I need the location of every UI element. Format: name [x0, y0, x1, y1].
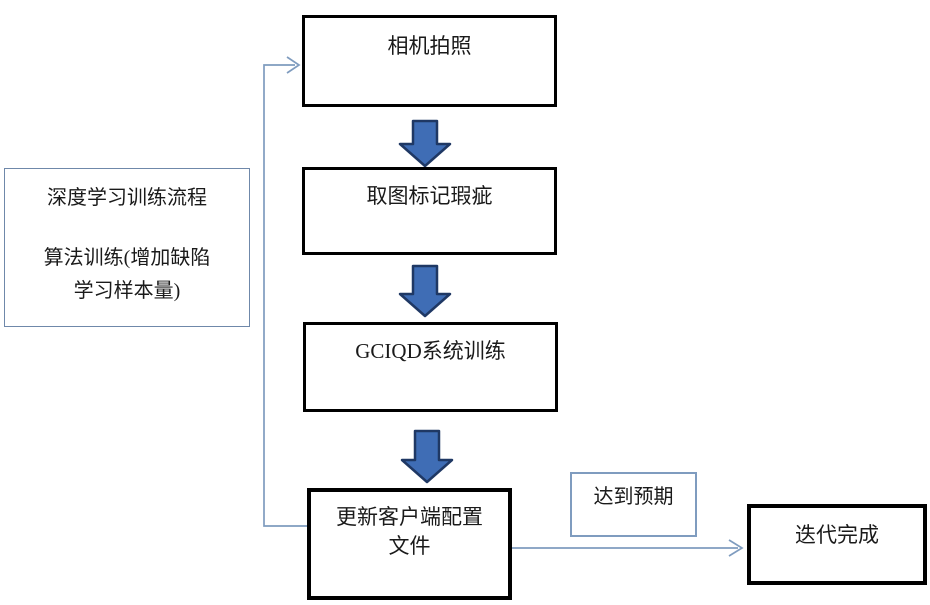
node-camera-capture-label: 相机拍照	[387, 34, 472, 58]
note-line-1: 深度学习训练流程	[47, 187, 207, 209]
node-iteration-complete-label: 迭代完成	[795, 523, 879, 547]
node-update-config-box: 更新客户端配置 文件	[307, 488, 512, 600]
block-arrow-down-2-icon	[398, 264, 452, 318]
node-mark-defects-label: 取图标记瑕疵	[366, 184, 493, 208]
block-arrow-down-1-icon	[398, 119, 452, 168]
note-training-process-box: 深度学习训练流程 算法训练(增加缺陷 学习样本量)	[4, 168, 250, 327]
result-connector-arrowhead-icon	[728, 539, 744, 557]
node-update-config-lines: 更新客户端配置 文件	[311, 492, 508, 561]
feedback-connector-line	[263, 64, 307, 527]
node-update-config-label-line2: 文件	[388, 534, 431, 558]
feedback-connector-arrowhead-icon	[286, 56, 301, 74]
note-line-2: 算法训练(增加缺陷	[43, 247, 211, 269]
node-gciqd-training-box: GCIQD系统训练	[303, 322, 558, 412]
node-gciqd-training-label: GCIQD系统训练	[355, 339, 506, 363]
label-expectation-met-text: 达到预期	[593, 486, 674, 508]
label-expectation-met-box: 达到预期	[570, 472, 697, 537]
node-iteration-complete-box: 迭代完成	[747, 504, 927, 585]
node-mark-defects-box: 取图标记瑕疵	[302, 167, 557, 255]
node-update-config-label-line1: 更新客户端配置	[336, 505, 483, 529]
block-arrow-down-3-icon	[400, 429, 454, 484]
node-camera-capture-box: 相机拍照	[302, 15, 557, 107]
note-line-3: 学习样本量)	[73, 280, 181, 302]
